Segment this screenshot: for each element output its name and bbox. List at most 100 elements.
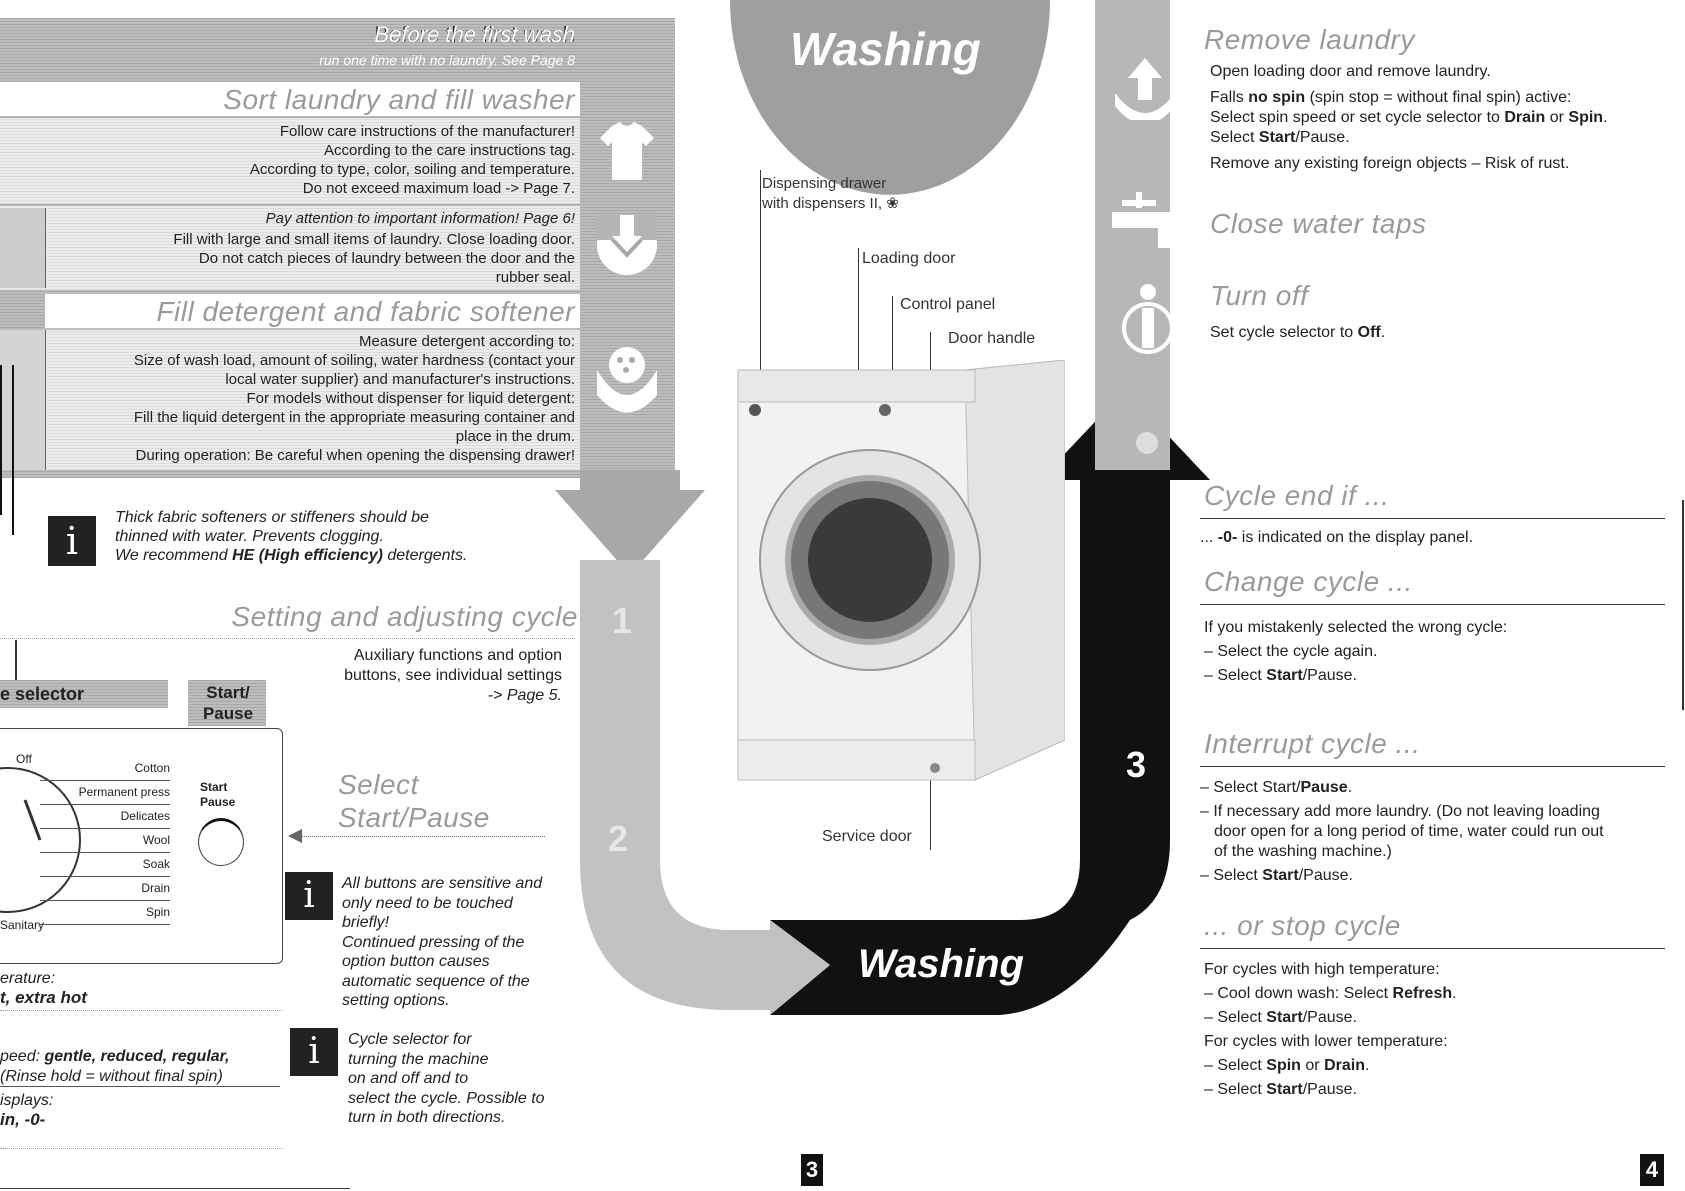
dial-option: Permanent press: [40, 781, 170, 805]
info-line: option button causes: [342, 953, 490, 970]
remove-line: Falls no spin (spin stop = without final…: [1210, 89, 1572, 106]
step-number: 2: [608, 818, 629, 859]
interrupt-line: of the washing machine.): [1214, 843, 1392, 860]
speed-line: peed: gentle, reduced, regular,: [0, 1048, 230, 1065]
sort-line: According to type, color, soiling and te…: [249, 161, 575, 178]
page-number: 4: [1640, 1154, 1664, 1186]
setting-title: Setting and adjusting cycle: [231, 601, 578, 632]
selector-arrow: [15, 640, 17, 680]
info-icon: i: [285, 872, 333, 920]
sort-title: Sort laundry and fill washer: [223, 84, 575, 115]
info-line: Thick fabric softeners or stiffeners sho…: [115, 509, 429, 526]
cycle-dial-icon: [0, 767, 81, 913]
turnoff-text: Set cycle selector to Off.: [1210, 324, 1386, 341]
knob-icon: [1136, 432, 1158, 454]
divider: [0, 638, 575, 639]
select-arrow: [290, 836, 545, 837]
close-title: Close water taps: [1210, 208, 1427, 239]
change-text: If you mistakenly selected the wrong cyc…: [1204, 616, 1507, 688]
start-pause-button[interactable]: [198, 818, 244, 866]
info-buttons-text: All buttons are sensitive and only need …: [342, 874, 542, 1011]
power-off-icon: [1118, 282, 1178, 354]
fill-line: rubber seal.: [495, 269, 575, 286]
cycleend-text: ... -0- is indicated on the display pane…: [1200, 529, 1474, 546]
displays-value: in, -0-: [0, 1110, 46, 1129]
door-handle-label: Door handle: [948, 330, 1036, 347]
stop-line: – Cool down wash: Select Refresh.: [1204, 985, 1457, 1002]
sort-line: Do not exceed maximum load -> Page 7.: [302, 180, 575, 197]
detergent-box: [45, 330, 580, 470]
remove-line: Select spin speed or set cycle selector …: [1210, 109, 1608, 126]
sort-header-bar: [0, 82, 580, 116]
sort-line: According to the care instructions tag.: [324, 142, 575, 159]
fill-down-icon: [592, 210, 662, 280]
divider: [1200, 604, 1665, 605]
info-line: only need to be touched: [342, 894, 513, 912]
start-caption: Start: [200, 780, 228, 794]
interrupt-line: door open for a long period of time, wat…: [1214, 823, 1604, 840]
rinse-line: (Rinse hold = without final spin): [0, 1068, 280, 1087]
right-edge-tick: [1682, 500, 1684, 710]
arrow-head-icon: [288, 829, 302, 843]
drawer-label: Dispensing drawer with dispensers II, ❀: [762, 174, 899, 214]
aux-line: -> Page 5.: [487, 687, 562, 704]
washing-top-label: Washing: [790, 23, 981, 75]
cycleend-title: Cycle end if ...: [1204, 480, 1390, 511]
leader-line: [892, 296, 893, 406]
interrupt-line: – Select Start/Pause.: [1200, 779, 1353, 796]
service-door-label: Service door: [822, 828, 912, 845]
detergent-icon: [592, 340, 662, 415]
step-number: 3: [1126, 744, 1147, 785]
dial-sanitary-label: Sanitary: [0, 918, 45, 932]
remove-title: Remove laundry: [1204, 24, 1415, 55]
loading-door-label: Loading door: [862, 250, 956, 267]
detergent-line: Fill the liquid detergent in the appropr…: [133, 409, 575, 426]
pause-caption: Pause: [200, 795, 236, 809]
interrupt-line: – Select Start/Pause.: [1200, 867, 1353, 884]
info-line: automatic sequence of the: [342, 972, 530, 990]
sort-box: [0, 118, 580, 204]
fill-box: [0, 206, 580, 290]
arrow-down-shape: [555, 470, 705, 575]
detergent-line: Measure detergent according to:: [359, 333, 575, 350]
sort-line: Follow care instructions of the manufact…: [279, 123, 575, 140]
leader-line: [930, 790, 931, 850]
banner-subtitle: run one time with no laundry. See Page 8: [319, 52, 575, 68]
shirt-icon: [598, 122, 656, 182]
select-title-line: Select: [338, 769, 419, 800]
stop-line: For cycles with lower temperature:: [1204, 1033, 1448, 1050]
info-line: on and off and to: [348, 1070, 469, 1087]
dial-option: Wool: [40, 829, 170, 853]
water-tap-icon: [1112, 190, 1182, 260]
info-text: Thick fabric softeners or stiffeners sho…: [115, 508, 467, 565]
change-title: Change cycle ...: [1204, 566, 1413, 597]
dial-option: Spin: [40, 901, 170, 925]
control-panel-label: Control panel: [900, 296, 996, 313]
laundry-image: [0, 208, 46, 288]
info-line: turn in both directions.: [348, 1109, 506, 1126]
select-title-line: Start/Pause: [338, 802, 490, 833]
info-line: thinned with water. Prevents clogging.: [115, 528, 384, 545]
drawer-line: with dispensers II, ❀: [762, 195, 899, 212]
remove-line: Remove any existing foreign objects – Ri…: [1210, 155, 1570, 172]
fill-line: Do not catch pieces of laundry between t…: [198, 250, 575, 267]
washing-bottom-label: Washing: [858, 942, 1024, 986]
info-line: Cycle selector for: [348, 1031, 472, 1048]
divider: [1200, 766, 1665, 767]
stop-text: For cycles with high temperature: – Cool…: [1204, 958, 1457, 1102]
remove-line: Select Start/Pause.: [1210, 129, 1350, 146]
info-icon: i: [290, 1028, 338, 1076]
leader-line: [760, 170, 761, 410]
detergent-line: For models without dispenser for liquid …: [246, 390, 575, 407]
step-number: 1: [612, 600, 633, 641]
banner-title-text: Before the first wash: [374, 22, 575, 47]
dial-off-label: Off: [16, 752, 32, 766]
dial-options: Cotton Permanent press Delicates Wool So…: [40, 757, 170, 925]
selector-label: e selector: [0, 684, 85, 704]
sort-lines: Follow care instructions of the manufact…: [100, 122, 575, 198]
detergent-line: Size of wash load, amount of soiling, wa…: [133, 352, 575, 369]
detergent-title: Fill detergent and fabric softener: [156, 296, 575, 327]
aux-text: Auxiliary functions and option buttons, …: [300, 646, 562, 706]
dial-option: Drain: [40, 877, 170, 901]
detergent-header-bar: [45, 294, 580, 328]
